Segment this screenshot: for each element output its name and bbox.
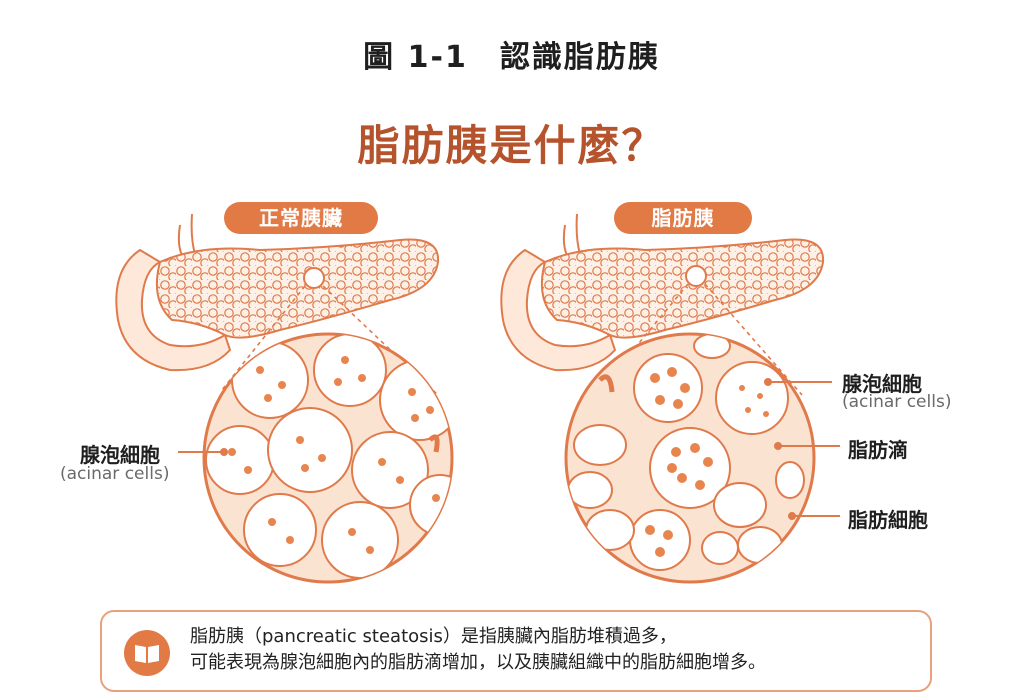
explanation-note: 脂肪胰（pancreatic steatosis）是指胰臟內脂肪堆積過多， 可能… (100, 610, 932, 692)
fatty-pancreas-badge: 脂肪胰 (614, 202, 752, 234)
leader-lines (178, 378, 840, 520)
figure-title: 圖 1-1 認識脂肪胰 (363, 40, 660, 75)
fat-cell-label: 脂肪細胞 (848, 508, 928, 532)
normal-pancreas-organ (115, 213, 440, 396)
left-acinar-label: 腺泡細胞 (80, 443, 160, 467)
note-line-1: 脂肪胰（pancreatic steatosis）是指胰臟內脂肪堆積過多， (190, 626, 677, 647)
left-acinar-en-label: (acinar cells) (60, 464, 170, 484)
normal-pancreas-badge: 正常胰臟 (224, 202, 378, 234)
right-acinar-en-label: (acinar cells) (842, 392, 952, 412)
book-icon (124, 630, 170, 676)
main-title: 脂肪胰是什麼？ (357, 121, 666, 170)
fatty-tissue-magnified (564, 332, 816, 584)
right-acinar-label: 腺泡細胞 (842, 372, 922, 396)
diagram-art (115, 213, 840, 584)
note-text: 脂肪胰（pancreatic steatosis）是指胰臟內脂肪堆積過多， 可能… (190, 624, 766, 676)
fat-droplet-label: 脂肪滴 (848, 438, 908, 462)
fatty-pancreas-organ (500, 213, 825, 396)
normal-tissue-magnified (202, 332, 454, 584)
note-line-2: 可能表現為腺泡細胞內的脂肪滴增加，以及胰臟組織中的脂肪細胞增多。 (190, 652, 766, 673)
